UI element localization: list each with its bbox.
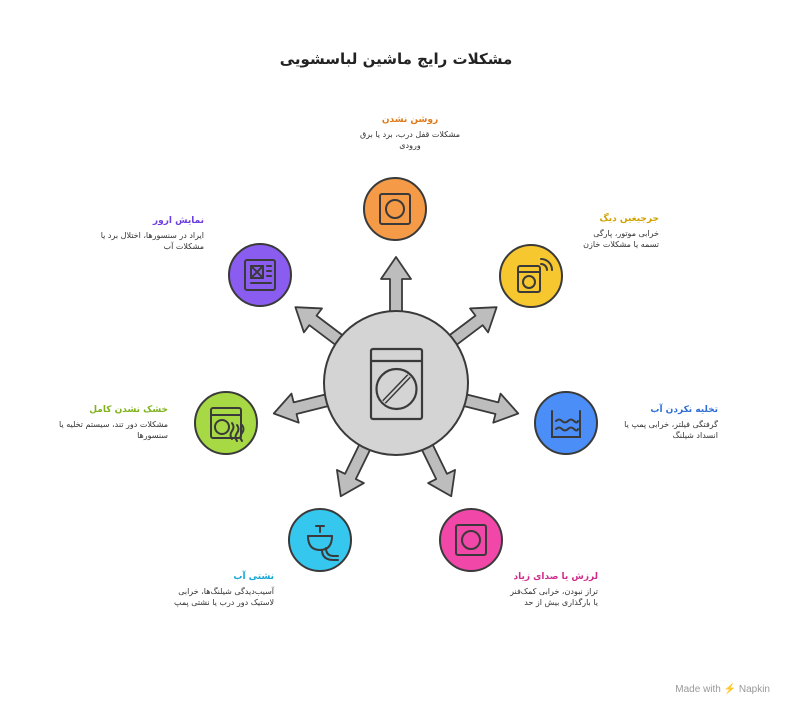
node-circle-leak <box>288 508 352 572</box>
faucet-pipe-icon <box>307 525 339 561</box>
circuit-board-icon <box>244 259 276 291</box>
door-icon <box>455 524 487 556</box>
label-noise: جرجیغین دیگ خرابی موتور، پارگی تسمه یا م… <box>577 214 659 250</box>
node-dry <box>194 391 258 455</box>
hub-circle <box>323 310 469 456</box>
label-drain: تخلیه نکردن آب گرفتگی فیلتر، خرابی پمپ ی… <box>610 405 718 441</box>
diagram-title: مشکلات رایج ماشین لباسشویی <box>279 50 513 68</box>
desc-vibration: تراز نبودن، خرابی کمک‌فنر یا بارگذاری بی… <box>510 587 598 607</box>
label-vibration: لرزش یا صدای زیاد تراز نبودن، خرابی کمک‌… <box>508 572 598 608</box>
node-vibration <box>439 508 503 572</box>
node-circle-no_power <box>363 177 427 241</box>
heading-dry: خشک نشدن کامل <box>89 405 168 415</box>
washing-machine-no-icon <box>369 347 424 421</box>
node-error <box>228 243 292 307</box>
heading-leak: نشتی آب <box>233 572 274 582</box>
water-waves-icon <box>551 410 581 438</box>
desc-no-power: مشکلات قفل درب، برد یا برق ورودی <box>359 130 461 150</box>
napkin-brand: Made with ⚡ Napkin <box>675 684 770 695</box>
desc-drain: گرفتگی فیلتر، خرابی پمپ یا انسداد شیلنگ <box>624 420 718 440</box>
node-drain <box>534 391 598 455</box>
heading-drain: تخلیه نکردن آب <box>650 405 718 415</box>
heading-no-power: روشن نشدن <box>381 115 439 125</box>
node-leak <box>288 508 352 572</box>
desc-leak: آسیب‌دیدگی شیلنگ‌ها، خرابی لاستیک دور در… <box>173 587 274 607</box>
dishwasher-wifi-icon <box>517 258 553 293</box>
node-noise <box>499 244 563 308</box>
door-icon <box>379 193 411 225</box>
heading-vibration: لرزش یا صدای زیاد <box>513 572 598 582</box>
heading-noise: جرجیغین دیگ <box>599 214 659 224</box>
dryer-heat-icon <box>210 407 245 442</box>
heading-error: نمایش ارور <box>152 216 204 226</box>
label-leak: نشتی آب آسیب‌دیدگی شیلنگ‌ها، خرابی لاستی… <box>168 572 274 608</box>
label-dry: خشک نشدن کامل مشکلات دور تند، سیستم تخلی… <box>56 405 168 441</box>
desc-noise: خرابی موتور، پارگی تسمه یا مشکلات خازن <box>583 229 659 249</box>
label-no-power: روشن نشدن مشکلات قفل درب، برد یا برق ورو… <box>350 115 470 151</box>
desc-error: ایراد در سنسورها، اختلال برد یا مشکلات آ… <box>100 231 204 251</box>
node-no_power <box>363 177 427 241</box>
nodes-group <box>194 177 598 572</box>
node-circle-dry <box>194 391 258 455</box>
label-error: نمایش ارور ایراد در سنسورها، اختلال برد … <box>86 216 204 252</box>
hub <box>323 310 469 456</box>
desc-dry: مشکلات دور تند، سیستم تخلیه یا سنسورها <box>59 420 168 440</box>
node-circle-vibration <box>439 508 503 572</box>
